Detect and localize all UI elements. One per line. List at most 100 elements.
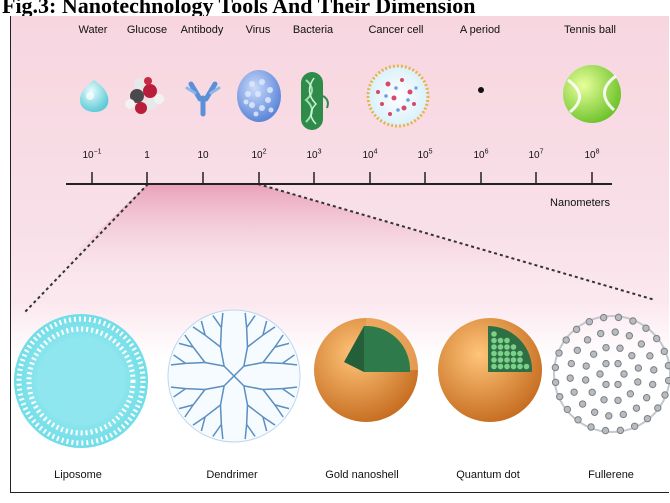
fullerene-atom: [603, 360, 609, 366]
tick-label: 105: [417, 150, 432, 161]
dendrimer-branch: [221, 405, 222, 424]
fullerene-atom: [597, 371, 603, 377]
antibody-icon: [187, 84, 219, 114]
tick-label: 104: [362, 150, 377, 161]
tick-label: 10: [197, 150, 208, 161]
fullerene-atom: [631, 423, 637, 429]
fullerene-atom: [573, 326, 579, 332]
fullerene-atom: [564, 406, 570, 412]
fullerene-atom: [563, 337, 569, 343]
quantum-dot-sphere: [504, 364, 510, 370]
fullerene-atom: [579, 401, 585, 407]
fullerene-atom: [643, 395, 649, 401]
cancer-cell-icon: [368, 66, 428, 126]
fullerene-atom: [647, 353, 653, 359]
fullerene-atom: [602, 427, 608, 433]
fullerene-atom: [638, 341, 644, 347]
tick-label: 1: [144, 150, 150, 161]
axis-tick-marks: [92, 172, 592, 184]
fullerene-atom: [556, 350, 562, 356]
tick-label: 10−1: [82, 150, 101, 161]
tick-label: 108: [584, 150, 599, 161]
fullerene-atom: [552, 364, 558, 370]
scale-label-a-period: A period: [460, 24, 500, 36]
virus-icon: [237, 70, 281, 122]
quantum-dot-sphere: [498, 344, 504, 350]
period-dot-icon: [478, 87, 484, 93]
scale-label-cancer-cell: Cancer cell: [368, 24, 423, 36]
fullerene-atom: [589, 389, 595, 395]
quantum-dot-sphere: [491, 357, 497, 363]
fullerene-atom: [621, 371, 627, 377]
quantum-dot-sphere: [517, 351, 523, 357]
fullerene-atom: [633, 405, 639, 411]
scale-label-water: Water: [79, 24, 108, 36]
dendrimer-branch: [263, 389, 282, 390]
water-droplet-icon: [80, 80, 108, 112]
quantum-dot-sphere: [511, 344, 517, 350]
dendrimer-icon: [168, 310, 300, 442]
scale-label-glucose: Glucose: [127, 24, 167, 36]
fullerene-atom: [661, 348, 667, 354]
bacteria-icon: [301, 72, 328, 130]
fullerene-atom: [615, 360, 621, 366]
scale-label-bacteria: Bacteria: [293, 24, 333, 36]
fullerene-atom: [603, 381, 609, 387]
fullerene-atom: [653, 335, 659, 341]
fullerene-atom: [629, 352, 635, 358]
quantum-dot-sphere: [491, 344, 497, 350]
fullerene-atom: [590, 351, 596, 357]
quantum-dot-sphere: [491, 331, 497, 337]
quantum-dot-sphere: [511, 364, 517, 370]
fullerene-atom: [567, 375, 573, 381]
quantum-dot-sphere: [491, 364, 497, 370]
quantum-dot-sphere: [504, 357, 510, 363]
fullerene-atom: [630, 318, 636, 324]
quantum-dot-sphere: [498, 357, 504, 363]
fullerene-atom: [617, 427, 623, 433]
tennis-ball-icon: [563, 65, 621, 123]
fullerene-atom: [601, 397, 607, 403]
tool-label-fullerene: Fullerene: [588, 469, 634, 481]
tick-label: 106: [473, 150, 488, 161]
fullerene-atom: [662, 392, 668, 398]
fullerene-atom: [584, 337, 590, 343]
quantum-dot-icon: [438, 318, 542, 422]
quantum-dot-sphere: [517, 364, 523, 370]
quantum-dot-sphere: [511, 351, 517, 357]
quantum-dot-sphere: [517, 357, 523, 363]
fullerene-atom: [651, 367, 657, 373]
tick-label: 107: [528, 150, 543, 161]
tick-label: 102: [251, 150, 266, 161]
fullerene-atom: [615, 397, 621, 403]
gold-nanoshell-icon: [314, 318, 418, 422]
quantum-dot-sphere: [491, 351, 497, 357]
quantum-dot-sphere: [498, 351, 504, 357]
fullerene-atom: [612, 329, 618, 335]
dendrimer-branch: [186, 389, 205, 390]
fullerene-icon: [552, 314, 670, 434]
scale-label-virus: Virus: [246, 24, 271, 36]
fullerene-atom: [583, 363, 589, 369]
scale-label-antibody: Antibody: [181, 24, 224, 36]
fullerene-atom: [588, 424, 594, 430]
tool-label-quantum-dot: Quantum dot: [456, 469, 520, 481]
quantum-dot-sphere: [498, 364, 504, 370]
fullerene-atom: [574, 347, 580, 353]
fullerene-atom: [665, 362, 670, 368]
fullerene-atom: [597, 330, 603, 336]
fullerene-atom: [649, 381, 655, 387]
glucose-molecule-icon: [125, 77, 164, 114]
tool-label-dendrimer: Dendrimer: [206, 469, 257, 481]
fullerene-atom: [568, 360, 574, 366]
fullerene-atom: [600, 314, 606, 320]
quantum-dot-sphere: [498, 338, 504, 344]
scale-label-tennis-ball: Tennis ball: [564, 24, 616, 36]
fullerene-atom: [617, 345, 623, 351]
dendrimer-branch: [263, 363, 282, 364]
fullerene-atom: [635, 379, 641, 385]
quantum-dot-sphere: [511, 357, 517, 363]
fullerene-atom: [643, 325, 649, 331]
fullerene-atom: [620, 411, 626, 417]
